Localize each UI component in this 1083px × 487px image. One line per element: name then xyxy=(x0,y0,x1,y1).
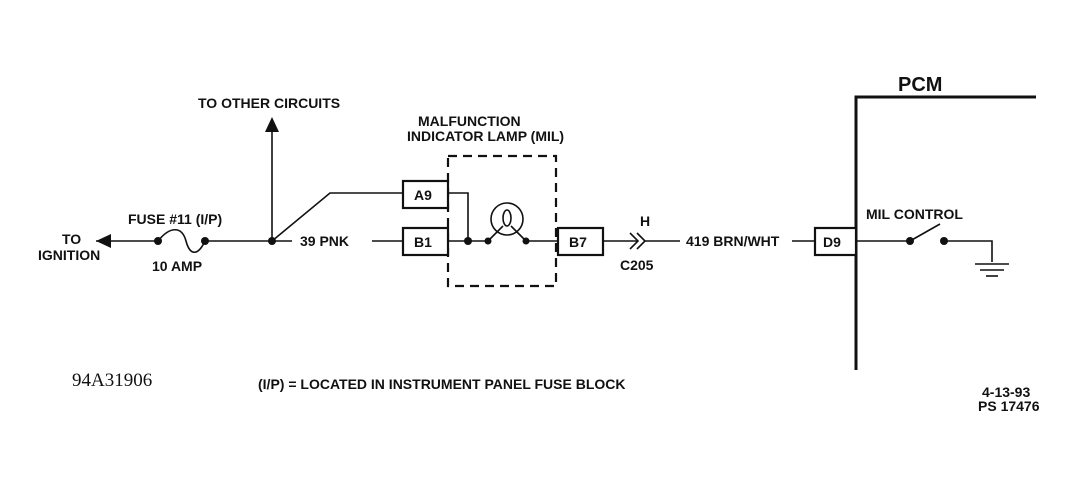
ps-code: PS 17476 xyxy=(978,398,1040,414)
a9-internal-wire xyxy=(448,192,469,241)
fuse-rating-label: 10 AMP xyxy=(152,258,202,274)
pin-b7-label: B7 xyxy=(569,234,587,250)
connector-letter: H xyxy=(640,213,650,229)
fuse-label: FUSE #11 (I/P) xyxy=(128,211,222,227)
pcm-boundary xyxy=(854,95,1036,370)
ground-icon xyxy=(975,263,1009,277)
wire-39-label: 39 PNK xyxy=(300,233,349,249)
connector-id: C205 xyxy=(620,257,654,273)
mil-title-line2: INDICATOR LAMP (MIL) xyxy=(407,128,564,144)
document-id: 94A31906 xyxy=(72,370,152,391)
to-other-circuits-label: TO OTHER CIRCUITS xyxy=(198,95,340,111)
footnote: (I/P) = LOCATED IN INSTRUMENT PANEL FUSE… xyxy=(258,376,626,392)
to-label: TO xyxy=(62,231,81,247)
pin-a9-box xyxy=(401,179,450,210)
pin-d9-label: D9 xyxy=(823,234,841,250)
mil-enclosure xyxy=(446,154,558,288)
ground-wire xyxy=(944,240,993,262)
mil-title-line1: MALFUNCTION xyxy=(418,113,521,129)
revision-date: 4-13-93 xyxy=(982,384,1030,400)
fuse-icon xyxy=(157,228,206,254)
lamp-bulb-icon xyxy=(487,202,527,242)
pin-a9-label: A9 xyxy=(414,187,432,203)
ignition-label: IGNITION xyxy=(38,247,100,263)
mil-control-label: MIL CONTROL xyxy=(866,206,963,222)
pin-b1-label: B1 xyxy=(414,234,432,250)
ignition-arrow-icon xyxy=(96,234,111,248)
a9-feed-wire xyxy=(271,192,403,242)
switch-blade-icon xyxy=(909,223,941,242)
pcm-label: PCM xyxy=(898,74,942,96)
up-arrow-icon xyxy=(265,117,279,132)
wire-419-label: 419 BRN/WHT xyxy=(686,233,780,249)
internal-splice-dot xyxy=(464,237,472,245)
